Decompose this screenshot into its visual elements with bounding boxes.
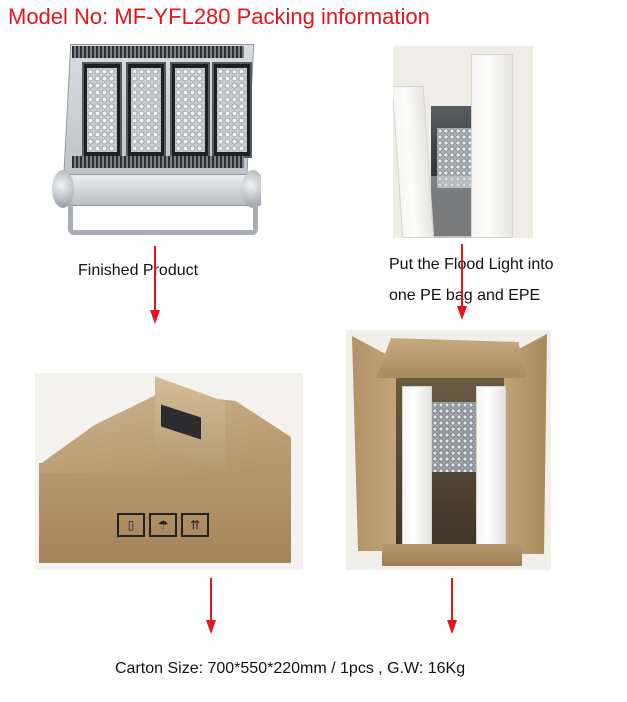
finished-product-caption: Finished Product: [78, 262, 199, 279]
packing-caption-line-2: one PE bag and EPE: [389, 287, 541, 304]
page-title: Model No: MF-YFL280 Packing information: [8, 4, 430, 29]
epe-packing-photo: [393, 46, 533, 238]
arrow-down-icon: [206, 578, 216, 636]
arrow-down-icon: [447, 578, 457, 636]
this-way-up-icon: ⇈: [181, 513, 209, 537]
fragile-glass-icon: ▯: [117, 513, 145, 537]
open-carton-photo: [346, 330, 551, 570]
carton-size-info: Carton Size: 700*550*220mm / 1pcs , G.W:…: [115, 660, 466, 677]
arrow-down-icon: [457, 244, 467, 322]
carton-handling-symbols: ▯ ☂ ⇈: [117, 513, 209, 537]
closed-carton-photo: ▯ ☂ ⇈: [35, 373, 303, 570]
finished-product-photo: [46, 38, 261, 240]
umbrella-keep-dry-icon: ☂: [149, 513, 177, 537]
packing-caption-line-1: Put the Flood Light into: [389, 256, 554, 273]
arrow-down-icon: [150, 246, 160, 326]
